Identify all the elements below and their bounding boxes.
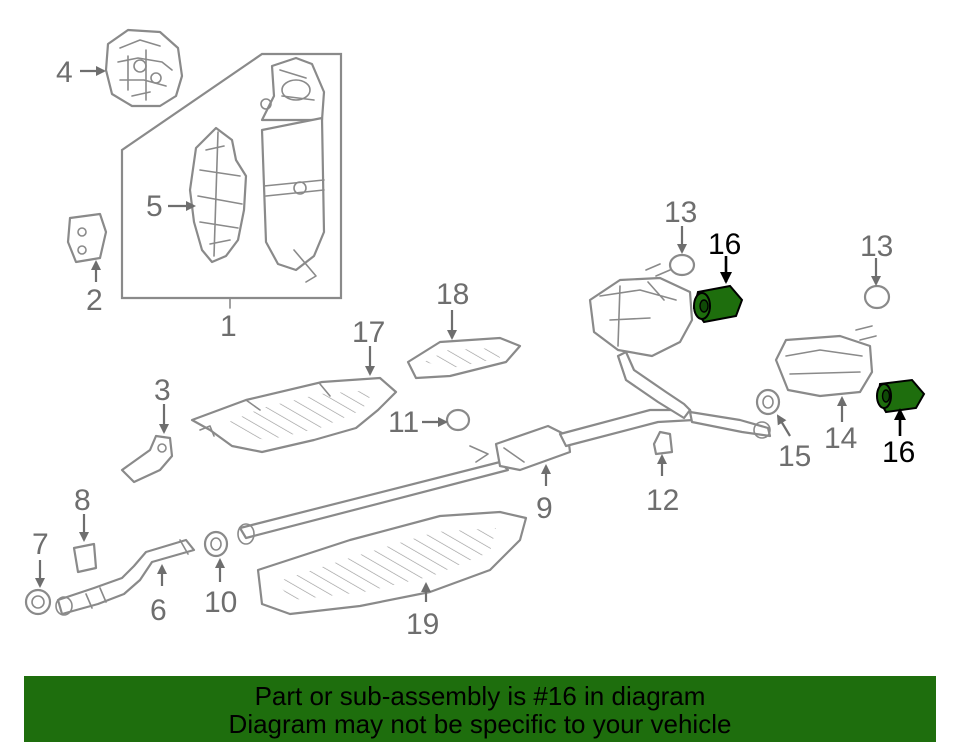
- catalytic-converter-part: [260, 56, 326, 283]
- right-muffler-part: [688, 325, 877, 439]
- gasket-10-hole: [210, 537, 222, 551]
- label-12: 12: [646, 484, 679, 517]
- label-3: 3: [154, 374, 171, 407]
- center-heat-shield-part: [190, 376, 398, 454]
- hanger-bracket-part: [120, 434, 174, 484]
- gasket-7-part: [24, 588, 52, 616]
- tail-pipe-tip-left-part: [692, 284, 744, 324]
- banner-line-1: Part or sub-assembly is #16 in diagram: [254, 681, 706, 711]
- left-muffler-part: [588, 263, 694, 420]
- gasket-10-part: [203, 530, 229, 558]
- label-7: 7: [32, 528, 49, 561]
- label-14: 14: [824, 422, 857, 455]
- floor-heat-shield-part: [256, 510, 528, 616]
- bracket-part: [66, 212, 108, 264]
- front-pipe-part: [55, 538, 196, 616]
- label-17: 17: [352, 316, 385, 349]
- gasket-7-hole: [31, 595, 45, 609]
- label-13-right: 13: [860, 230, 893, 263]
- label-16-left: 16: [708, 228, 741, 261]
- label-8: 8: [74, 484, 91, 517]
- arrow-15: [776, 414, 791, 437]
- label-6: 6: [150, 594, 167, 627]
- label-5: 5: [146, 190, 163, 223]
- label-2: 2: [86, 284, 103, 317]
- hanger-rubber-part: [652, 430, 674, 456]
- ring-13-left-part: [668, 253, 696, 277]
- label-9: 9: [536, 492, 553, 525]
- label-19: 19: [406, 608, 439, 641]
- label-18: 18: [436, 278, 469, 311]
- small-heat-shield-part: [406, 336, 522, 380]
- gasket-15-part: [755, 388, 781, 416]
- banner-line-2: Diagram may not be specific to your vehi…: [228, 709, 732, 739]
- tail-pipe-tip-right-part: [876, 378, 926, 414]
- gasket-15-hole: [762, 395, 774, 409]
- info-banner: Part or sub-assembly is #16 in diagram D…: [24, 676, 936, 742]
- assembly-box: [120, 52, 343, 300]
- label-11: 11: [388, 406, 419, 439]
- label-13-left: 13: [664, 196, 697, 229]
- grommet-part: [445, 408, 471, 432]
- label-15: 15: [778, 440, 811, 473]
- label-4: 4: [56, 56, 73, 89]
- ring-13-right-part: [863, 284, 891, 310]
- exhaust-manifold-part: [104, 28, 184, 108]
- label-1: 1: [220, 310, 237, 343]
- heat-shield-part: [188, 126, 248, 264]
- label-16-right: 16: [882, 436, 915, 469]
- hanger-8-part: [72, 542, 98, 574]
- label-10: 10: [204, 586, 237, 619]
